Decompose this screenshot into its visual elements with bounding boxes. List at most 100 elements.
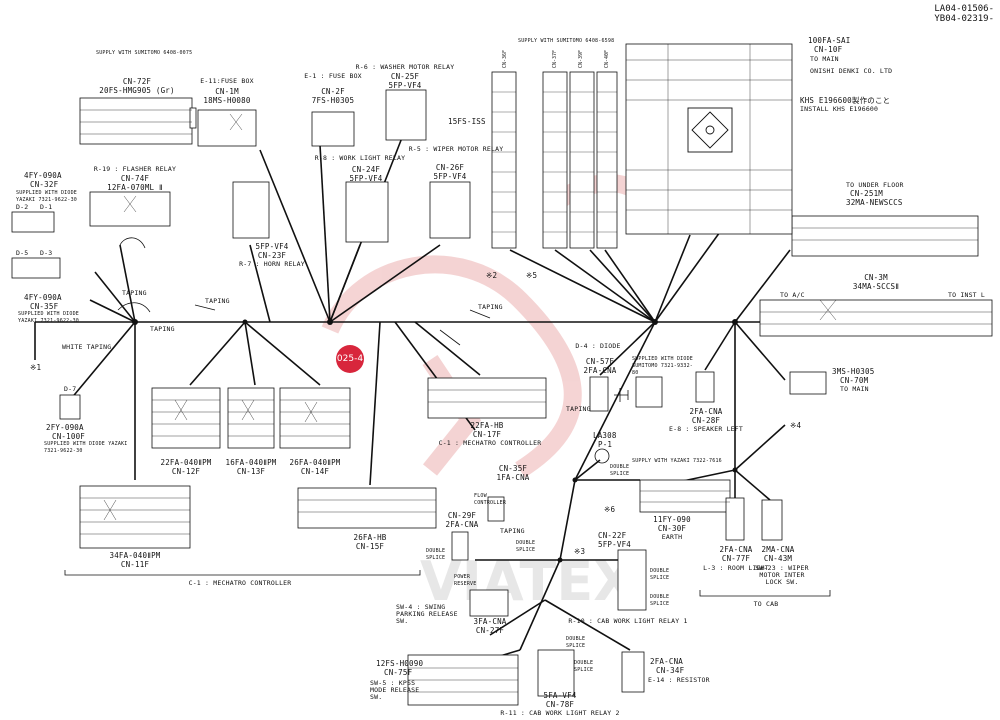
cn74f-type: 12FA-070ML Ⅱ [107,183,163,192]
d7-label: D-7 [64,385,77,393]
cn26f-name: CN-26F [435,163,465,172]
cn32f-type: 4FY-090A [24,171,62,180]
cn15f-type: 26FA-HB [353,533,387,542]
cn17f-role: C-1 : MECHATRO CONTROLLER [438,439,542,447]
supply-sumitomo-note: SUPPLY WITH SUMITOMO 6408-6598 [518,38,615,44]
cn35f-note: SUPPLIED WITH DIODE YAZAKI 7321-9622-30 [18,311,79,324]
taping-label-6: TAPING [500,527,525,535]
cn1m-role: E-11:FUSE BOX [200,77,254,85]
cn12f-type: 22FA-040ⅡPM [160,458,212,467]
cn75f-role: SW-5 : KPSS MODE RELEASE SW. [370,679,420,701]
cn35f-type: 4FY-090A [24,293,62,302]
cn29f-type: 2FA-CNA [445,520,479,529]
cn75f-name: CN-75F [384,668,413,677]
cn22f-name: CN-22F [598,531,627,540]
cn35f2-type: 1FA-CNA [496,473,530,482]
cn1m-type: 18MS-H0080 [203,96,251,105]
mechatro-controller-label: C-1 : MECHATRO CONTROLLER [188,579,292,587]
cn28f-type: 2FA-CNA [689,407,723,416]
column-connector-pins [492,91,617,233]
cn24f-type: 5FP-VF4 [349,174,383,183]
cn35f-name: CN-35F [30,302,59,311]
to-under-floor-label: TO UNDER FLOOR [846,181,904,189]
cn15f-name: CN-15F [355,542,385,551]
cn27f-name: CN-27F [475,626,505,635]
to-main-2: TO MAIN [840,385,869,393]
cn14f-type: 26FA-040ⅡPM [289,458,341,467]
d3-label: D-3 [40,249,53,257]
flow-controller-label: FLOW CONTROLLER [474,493,507,506]
taping-label-5: TAPING [566,405,591,413]
install-khs-label: INSTALL KHS E196600 [800,105,879,113]
cn70m-name: CN-70M [840,376,869,385]
cn75f-type: 12FS-H0090 [376,659,424,668]
p1-label: P-1 [598,440,613,449]
cn77f-type: 2FA-CNA [719,545,753,554]
cn10f-type: 100FA-SAI [808,36,851,45]
cn57f-role: D-4 : DIODE [575,342,621,350]
to-main-1: TO MAIN [810,55,839,63]
cn100f-type: 2FY-090A [46,423,84,432]
cn11f-type: 34FA-040ⅡPM [109,551,161,560]
main-harness [34,129,975,666]
d2-label: D-2 [16,203,29,211]
x1-mark: ※1 [30,363,42,372]
to-insti-label: TO INST L [948,291,986,299]
cn3m-type: 34MA-SCCSⅡ [852,282,900,291]
cn34f-name: CN-34F [656,666,685,675]
doc-id-line-1: LA04-01506- [934,4,994,14]
la308-lamp [594,388,629,464]
double-splice-6: DOUBLE SPLICE [566,636,586,649]
main-connector-lock [687,107,733,153]
to-ac-label: TO A/C [780,291,805,299]
x6-mark: ※6 [604,505,616,514]
x3-mark: ※3 [574,547,586,556]
cn14f-name: CN-14F [300,467,330,476]
cn40f-name: CN-40F [604,50,610,69]
cn34f-type: 2FA-CNA [650,657,684,666]
page-badge: 025-4 [336,345,364,373]
cn25f-role: R-6 : WASHER MOTOR RELAY [355,63,455,71]
cn23f-name: CN-23F [257,251,287,260]
cn34f-role: E-14 : RESISTOR [648,676,710,684]
cn72f-name: CN-72F [122,77,152,86]
cn74f-name: CN-74F [120,174,150,183]
x2-mark: ※2 [486,271,498,280]
cn26f-type: 5FP-VF4 [433,172,467,181]
cn3m-name: CN-3M [864,273,888,282]
cn100f-note: SUPPLIED WITH DIODE YAZAKI 7321-9622-30 [44,441,128,454]
cn37f-name: CN-37F [552,50,558,69]
cn10f-name: CN-10F [814,45,843,54]
fs15-label: 15FS-ISS [448,117,486,126]
taping-marks [117,237,491,346]
cn77f-role: L-3 : ROOM LIGHT [703,564,769,572]
cn29f-name: CN-29F [447,511,477,520]
doc-id-line-2: YB04-02319- [934,14,994,24]
cn22f-type: 5FP-VF4 [598,540,632,549]
x5-mark: ※5 [526,271,538,280]
cn17f-type: 22FA-HB [470,421,504,430]
cn2f-name: CN-2F [321,87,345,96]
cn39f-name: CN-39F [578,50,584,69]
cn78f-role: R-11 : CAB WORK LIGHT RELAY 2 [500,709,620,717]
cn72f-note: SUPPLY WITH SUMITOMO 6408-0075 [96,50,193,56]
double-splice-2: DOUBLE SPLICE [426,548,446,561]
cn13f-name: CN-13F [236,467,266,476]
to-cab-label: TO CAB [753,600,779,608]
cn17f-name: CN-17F [472,430,502,439]
cn43m-role: SW-23 : WIPER MOTOR INTER LOCK SW. [755,564,809,586]
cn100f-name: CN-100F [52,432,86,441]
cn70m-type: 3MS-H0305 [832,367,875,376]
d5-label: D-5 [16,249,29,257]
cn2f-type: 7FS-H0305 [311,96,355,105]
double-splice-3: DOUBLE SPLICE [516,540,536,553]
cn74f-role: R-19 : FLASHER RELAY [93,165,177,173]
x4-mark: ※4 [790,421,802,430]
cn2f-role: E-1 : FUSE BOX [304,72,362,80]
earth-label: EARTH [661,533,683,541]
taping-label-4: TAPING [478,303,503,311]
double-splice-5: DOUBLE SPLICE [650,594,670,607]
cn27f-role: SW-4 : SWING PARKING RELEASE SW. [396,603,458,625]
double-splice-1: DOUBLE SPLICE [610,464,630,477]
cn77f-name: CN-77F [721,554,751,563]
